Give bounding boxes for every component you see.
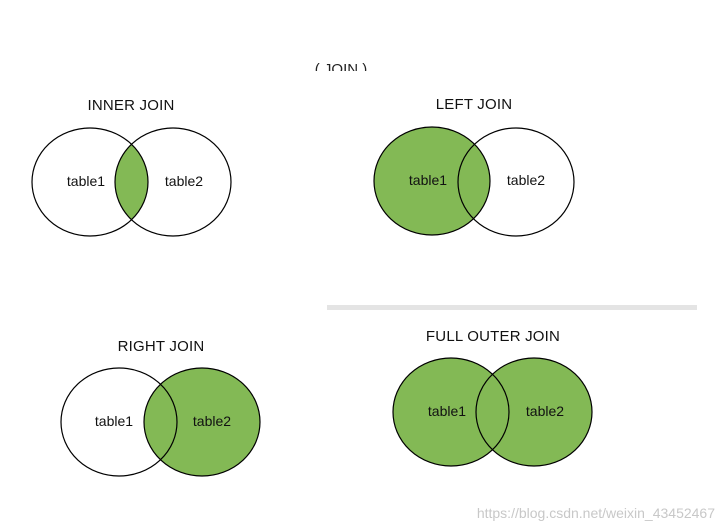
divider-line <box>327 305 697 310</box>
full-outer-join-right-label: table2 <box>526 403 564 419</box>
full-outer-join-right-circle <box>476 358 592 466</box>
inner-join-diagram: table1 table2 <box>31 127 232 237</box>
left-join-right-circle <box>458 128 574 236</box>
full-outer-join-left-circle <box>393 358 509 466</box>
right-join-right-circle <box>144 368 260 476</box>
inner-join-left-label: table1 <box>67 173 105 189</box>
left-join-diagram: table1 table2 <box>373 126 575 237</box>
full-outer-join-title: FULL OUTER JOIN <box>425 328 561 345</box>
full-outer-join-diagram: table1 table2 <box>392 357 593 467</box>
right-join-right-label: table2 <box>193 413 231 429</box>
cutoff-title: ( JOIN ) <box>314 62 368 71</box>
left-join-title: LEFT JOIN <box>435 96 513 113</box>
inner-join-right-label: table2 <box>165 173 203 189</box>
inner-join-left-circle <box>32 128 148 236</box>
left-join-left-label: table1 <box>409 172 447 188</box>
right-join-diagram: table1 table2 <box>60 367 261 477</box>
inner-join-right-circle <box>115 128 231 236</box>
inner-join-title: INNER JOIN <box>87 97 175 114</box>
watermark: https://blog.csdn.net/weixin_43452467 <box>476 505 715 521</box>
left-join-left-circle <box>374 127 490 235</box>
right-join-left-circle <box>61 368 177 476</box>
left-join-right-label: table2 <box>507 172 545 188</box>
right-join-left-label: table1 <box>95 413 133 429</box>
full-outer-join-left-label: table1 <box>428 403 466 419</box>
right-join-title: RIGHT JOIN <box>117 338 205 355</box>
